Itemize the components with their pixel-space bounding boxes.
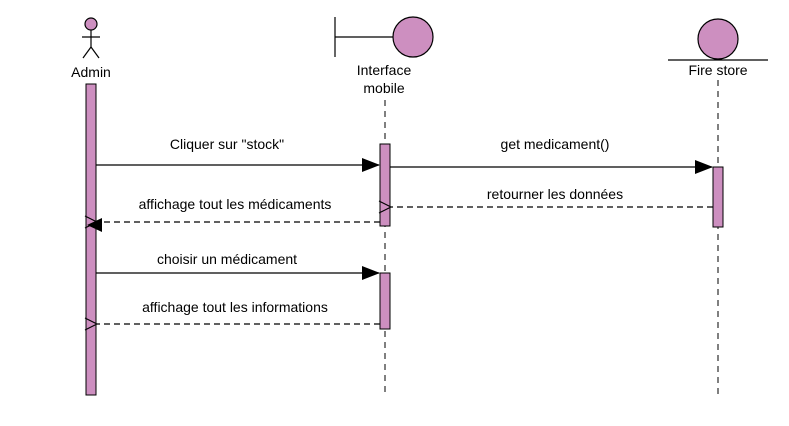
message-label-affichage-medicaments: affichage tout les médicaments xyxy=(139,196,332,212)
message-label-affichage-informations: affichage tout les informations xyxy=(142,299,328,315)
entity-label: Fire store xyxy=(688,62,747,78)
stick-figure-icon xyxy=(82,17,100,59)
message-label-retourner-donnees: retourner les données xyxy=(487,186,623,202)
boundary-icon xyxy=(334,16,434,58)
message-arrowhead-filled-overlap xyxy=(87,218,102,232)
entity-icon xyxy=(668,18,768,61)
boundary-label-line1: Interface xyxy=(357,62,412,78)
boundary-interface-mobile: Interface mobile xyxy=(334,16,434,96)
message-label-get-medicament: get medicament() xyxy=(501,136,610,152)
entity-fire-store: Fire store xyxy=(668,18,768,78)
actor-admin-label: Admin xyxy=(71,64,111,80)
message-label-choisir-medicament: choisir un médicament xyxy=(157,251,297,267)
boundary-label-line2: mobile xyxy=(363,80,404,96)
activation-bar-interface-2 xyxy=(379,272,391,330)
message-label-cliquer-stock: Cliquer sur "stock" xyxy=(170,136,284,152)
activation-bar-fire-store xyxy=(712,166,724,228)
actor-admin: Admin xyxy=(71,17,111,80)
activation-bar-admin xyxy=(85,83,97,396)
activation-bar-interface-1 xyxy=(379,143,391,227)
